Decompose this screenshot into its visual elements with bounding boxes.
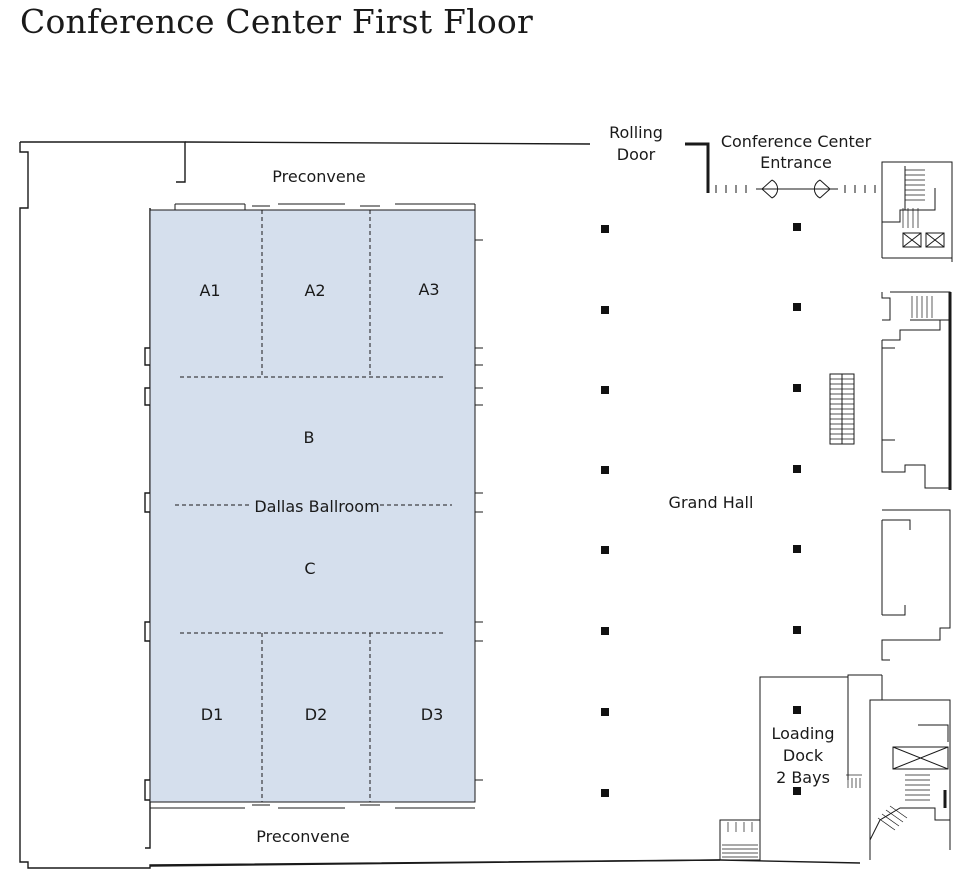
loading-dock-label-line1: Loading (771, 724, 834, 743)
loading-dock-label-line2: Dock (783, 746, 824, 765)
room-label-d2: D2 (305, 705, 328, 724)
rolling-door-label-line1: Rolling (609, 123, 663, 142)
grand-hall-label: Grand Hall (669, 493, 754, 512)
rolling-door-label-line2: Door (617, 145, 656, 164)
dallas-ballroom (149, 203, 483, 809)
preconvene-top-label: Preconvene (272, 167, 365, 186)
room-label-b: B (304, 428, 315, 447)
room-label-d1: D1 (201, 705, 224, 724)
entrance-label-line1: Conference Center (721, 132, 872, 151)
entrance-label-line2: Entrance (760, 153, 832, 172)
room-label-c: C (304, 559, 315, 578)
room-label-a3: A3 (418, 280, 439, 299)
preconvene-bottom-label: Preconvene (256, 827, 349, 846)
room-label-d3: D3 (421, 705, 444, 724)
room-label-a2: A2 (304, 281, 325, 300)
loading-dock-label-line3: 2 Bays (776, 768, 830, 787)
grand-hall-columns (601, 223, 801, 797)
entrance-doors (715, 179, 876, 199)
room-label-a1: A1 (199, 281, 220, 300)
page-title: Conference Center First Floor (20, 2, 533, 41)
right-service-areas (719, 161, 953, 861)
outer-walls (19, 141, 861, 869)
ballroom-label: Dallas Ballroom (254, 497, 379, 516)
escalator (829, 373, 855, 445)
